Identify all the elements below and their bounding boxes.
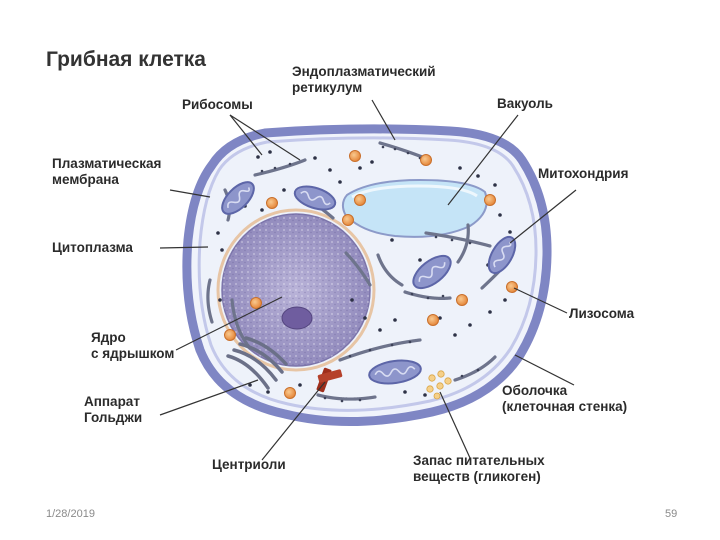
vacuole bbox=[341, 178, 488, 238]
golgi-apparatus bbox=[226, 336, 288, 390]
label-cytoplasm: Цитоплазма bbox=[52, 240, 133, 255]
lysosomes bbox=[224, 150, 518, 399]
label-plasma-line1: Плазматическая bbox=[52, 156, 162, 171]
label-golgi-line1: Аппарат bbox=[84, 394, 140, 409]
ribosomes bbox=[216, 150, 512, 397]
label-storage-line2: веществ (гликоген) bbox=[413, 469, 541, 484]
mitochondria bbox=[221, 181, 517, 385]
label-lysosome: Лизосома bbox=[569, 306, 635, 321]
label-golgi-line2: Гольджи bbox=[84, 410, 143, 425]
label-ribosomes: Рибосомы bbox=[182, 97, 253, 112]
label-mitochondria: Митохондрия bbox=[538, 166, 629, 181]
label-plasma-line2: мембрана bbox=[52, 172, 119, 187]
footer-page-number: 59 bbox=[665, 508, 678, 520]
nucleolus bbox=[281, 306, 313, 330]
centrioles bbox=[316, 367, 343, 393]
label-vacuole: Вакуоль bbox=[497, 96, 553, 111]
nucleus bbox=[216, 208, 376, 372]
leader-lines bbox=[159, 99, 577, 461]
label-wall-line1: Оболочка bbox=[502, 383, 568, 398]
label-storage-line1: Запас питательных bbox=[413, 453, 545, 468]
label-nucleus-line1: Ядро bbox=[91, 330, 126, 345]
glycogen-granules bbox=[426, 370, 452, 400]
label-nucleus-line2: с ядрышком bbox=[91, 346, 175, 361]
label-er-line2: ретикулум bbox=[292, 80, 363, 95]
label-centrioles: Центриоли bbox=[212, 457, 286, 472]
label-er-line1: Эндоплазматический bbox=[292, 64, 436, 79]
footer-date: 1/28/2019 bbox=[46, 508, 95, 520]
diagram-title: Грибная клетка bbox=[46, 48, 206, 71]
label-wall-line2: (клеточная стенка) bbox=[502, 399, 628, 414]
